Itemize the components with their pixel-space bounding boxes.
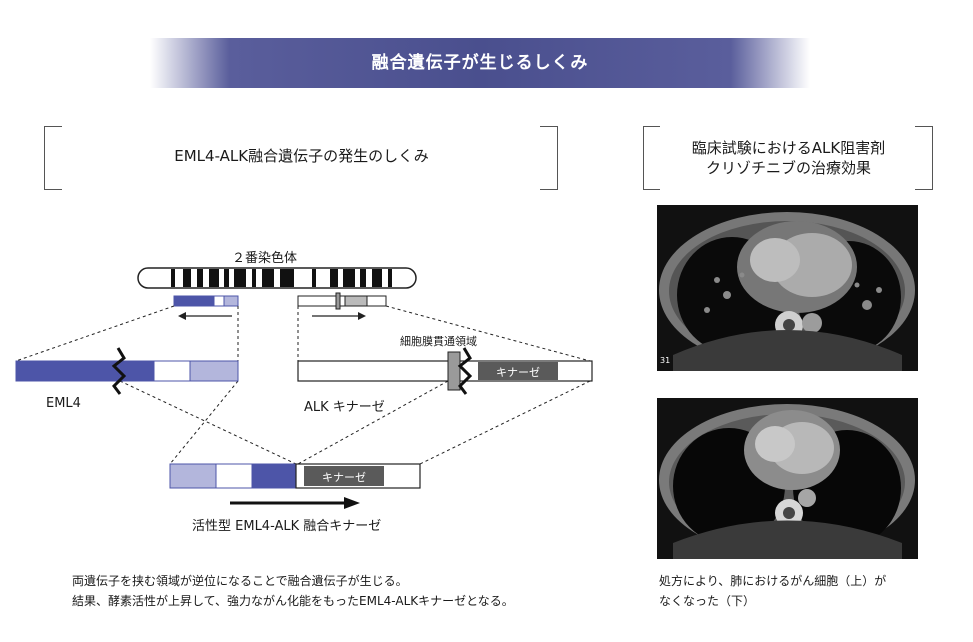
alk-segment-small <box>297 292 387 310</box>
right-caption-line1: 処方により、肺におけるがん細胞（上）が <box>659 574 887 588</box>
chromosome-label: ２番染色体 <box>232 251 298 266</box>
fusion-gene-bar <box>169 463 421 489</box>
page-title: 融合遺伝子が生じるしくみ <box>371 53 589 73</box>
alk-gene-bar <box>297 351 593 391</box>
ct-scan-before: 31 <box>657 205 918 371</box>
fusion-kinase-label: キナーゼ <box>322 471 366 484</box>
left-caption-line2: 結果、酵素活性が上昇して、強力ながん化能をもったEML4-ALKキナーゼとなる。 <box>72 594 514 608</box>
right-heading-line2: クリゾチニブの治療効果 <box>705 159 871 177</box>
left-caption-line1: 両遺伝子を挟む領域が逆位になることで融合遺伝子が生じる。 <box>72 574 408 588</box>
title-banner <box>150 38 810 88</box>
eml4-segment-small <box>173 295 239 307</box>
eml4-gene-bar <box>15 360 239 382</box>
membrane-label: 細胞膜貫通領域 <box>400 335 477 348</box>
right-heading-line1: 臨床試験におけるALK阻害剤 <box>691 139 886 157</box>
alk-direction-arrow <box>312 312 366 320</box>
left-heading: EML4-ALK融合遺伝子の発生のしくみ <box>174 147 429 165</box>
eml4-label: EML4 <box>46 396 81 411</box>
fusion-label: 活性型 EML4-ALK 融合キナーゼ <box>192 519 382 534</box>
alk-kinase-label: キナーゼ <box>496 366 540 379</box>
fusion-direction-arrow <box>230 497 360 509</box>
eml4-direction-arrow <box>178 312 232 320</box>
alk-label: ALK キナーゼ <box>304 400 385 415</box>
ct-scan-after <box>657 398 918 559</box>
ct-marker: 31 <box>660 356 671 365</box>
right-caption-line2: なくなった（下） <box>659 594 756 608</box>
chromosome-2 <box>137 267 417 289</box>
